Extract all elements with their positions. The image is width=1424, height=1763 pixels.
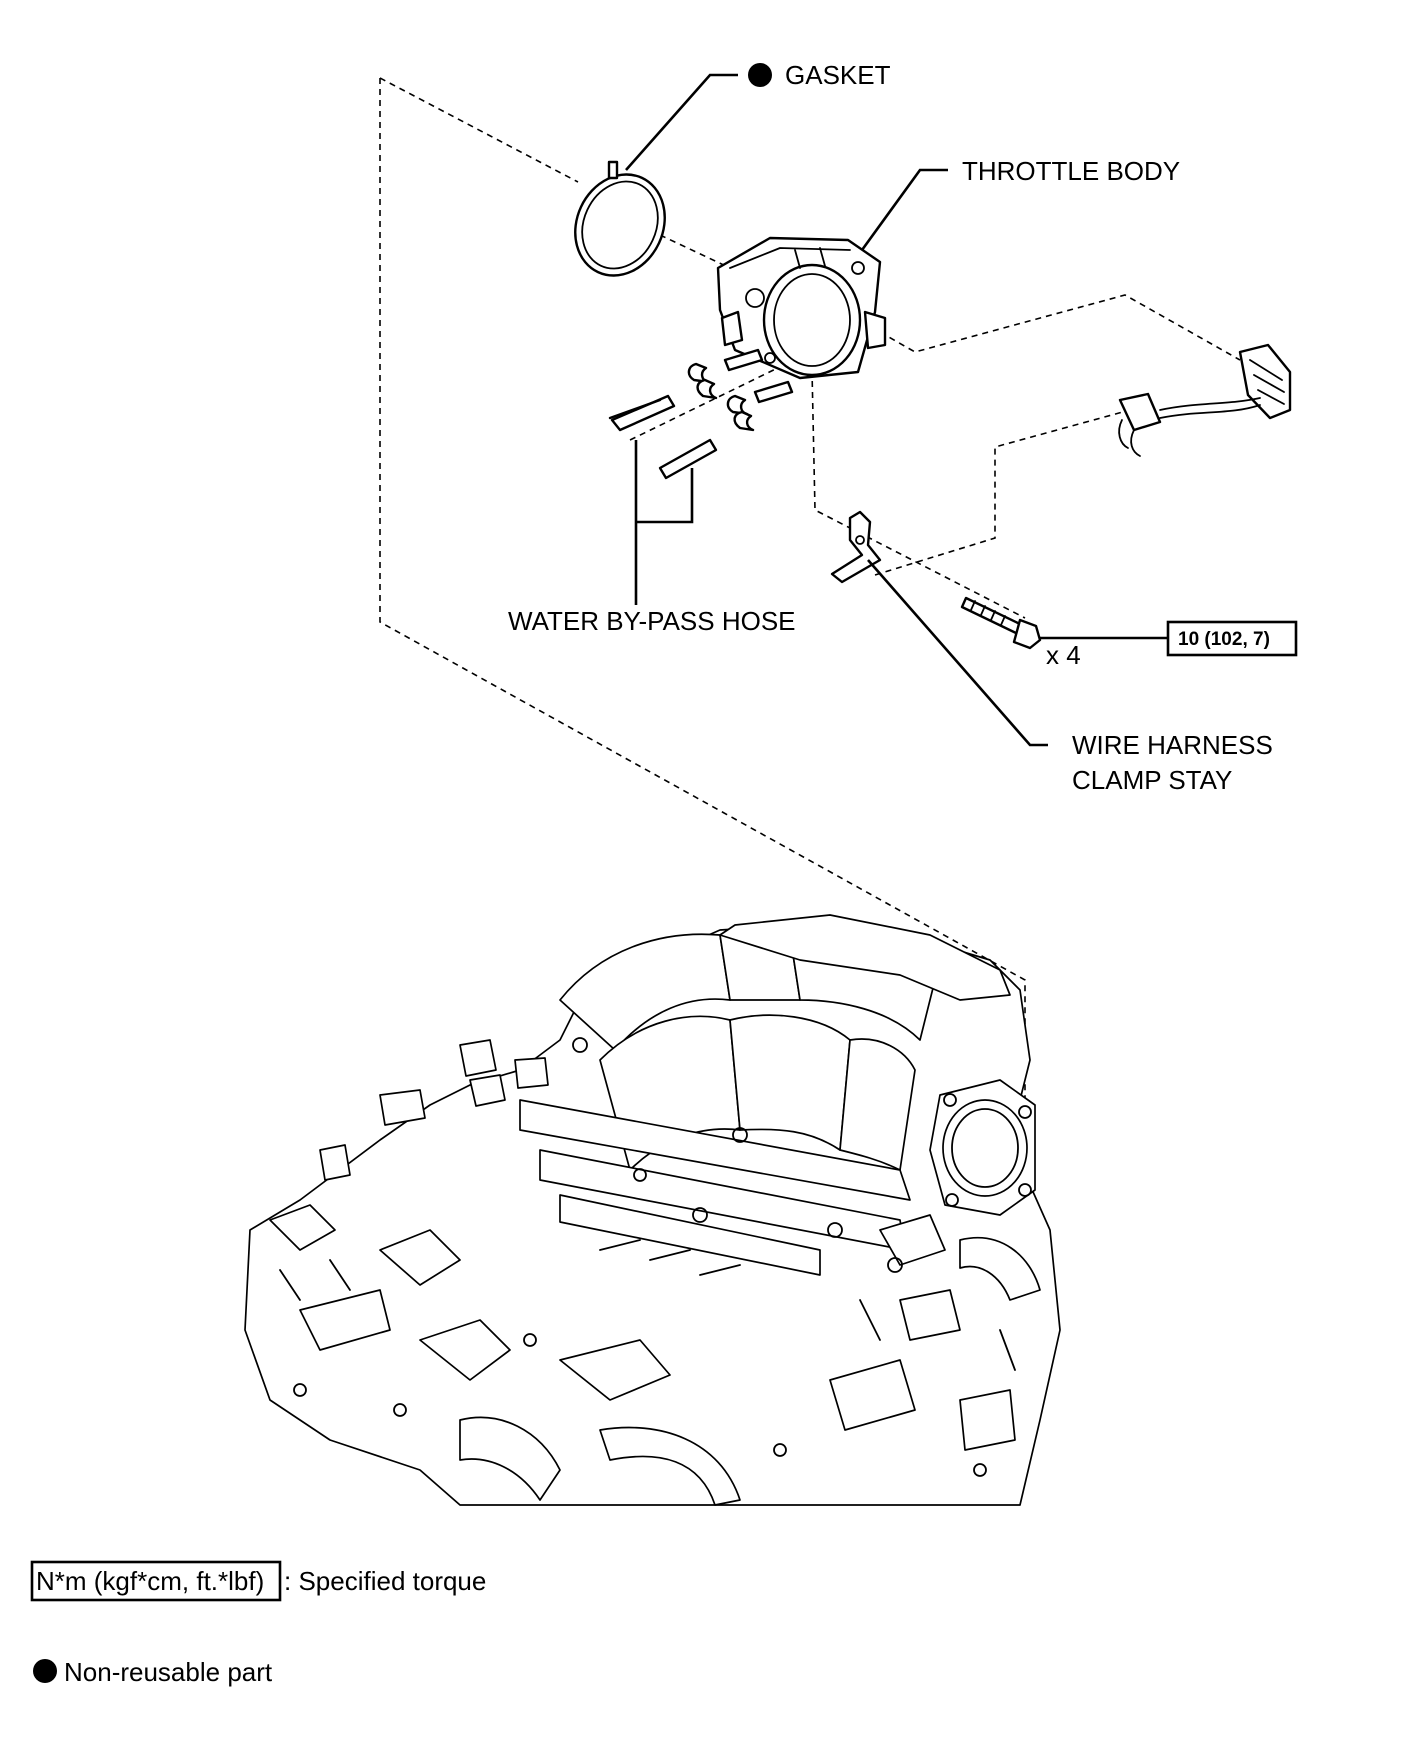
throttle-body-part (716, 236, 887, 380)
hose-clamps-and-pipes (687, 348, 794, 432)
wire-harness-label-line2: CLAMP STAY (1072, 765, 1232, 795)
gasket-leader-line (625, 73, 738, 171)
bolt-part (960, 596, 1042, 650)
water-bypass-hose-label: WATER BY-PASS HOSE (508, 606, 796, 636)
filled-circle-icon (33, 1659, 57, 1683)
torque-legend-desc: : Specified torque (284, 1566, 486, 1596)
alignment-dashed-lines (379, 77, 1241, 1186)
throttle-body-leader-line (860, 168, 948, 251)
nonreusable-legend-text: Non-reusable part (64, 1657, 273, 1687)
wire-harness-clamp-stay-part (830, 510, 882, 584)
bolt-quantity: x 4 (1046, 640, 1081, 670)
intake-manifold-engine-drawing (244, 914, 1061, 1506)
gasket-part (574, 160, 666, 277)
torque-unit-box (30, 1560, 282, 1602)
wire-harness-label-line1: WIRE HARNESS (1072, 730, 1273, 760)
torque-spec-value: 10 (102, 7) (1178, 629, 1270, 650)
gasket-label: GASKET (785, 60, 891, 90)
torque-unit-text: N*m (kgf*cm, ft.*lbf) (36, 1566, 264, 1596)
wire-harness-connector (1118, 343, 1292, 457)
throttle-body-label: THROTTLE BODY (962, 156, 1180, 186)
filled-circle-icon (748, 63, 772, 87)
water-bypass-hoses (608, 394, 718, 480)
torque-spec-box (1166, 620, 1298, 657)
water-bypass-hose-leader-2 (636, 468, 694, 524)
wire-harness-clamp-stay-leader (867, 559, 1048, 747)
legend: N*m (kgf*cm, ft.*lbf) : Specified torque… (30, 1560, 486, 1687)
